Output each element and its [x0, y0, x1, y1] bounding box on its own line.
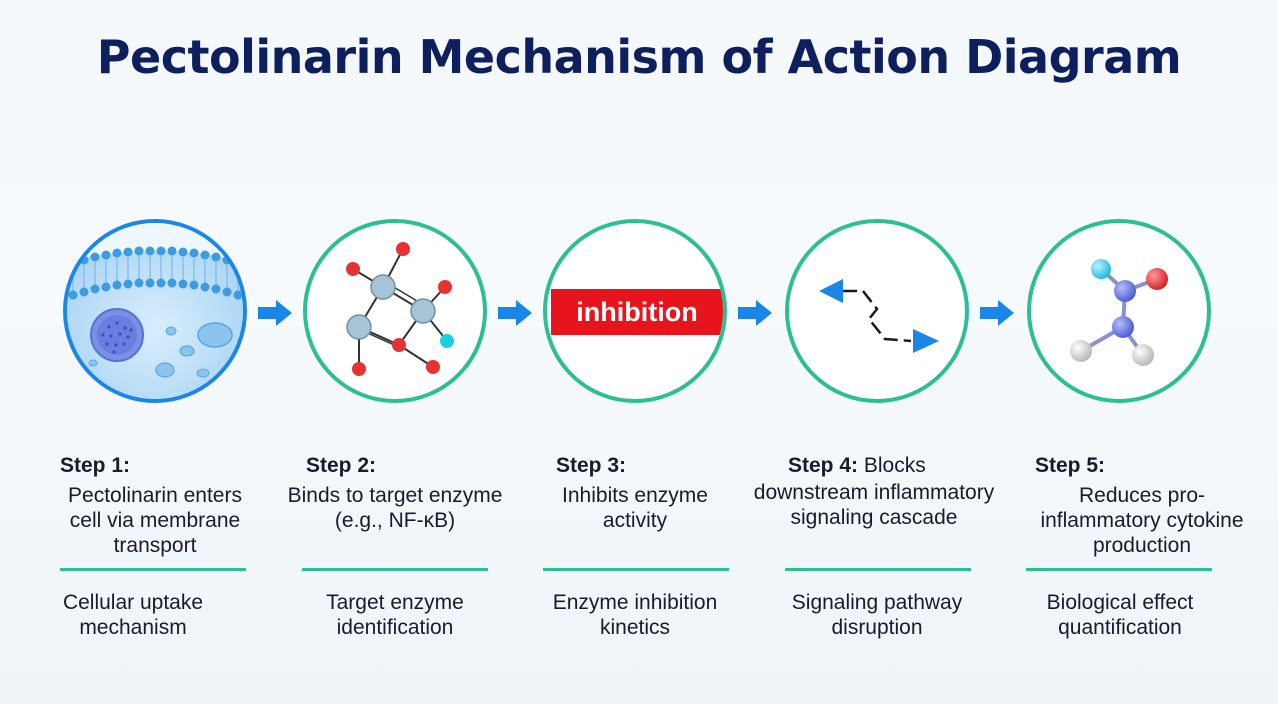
- step-2-circle: [303, 219, 487, 403]
- step-1-circle: [63, 219, 247, 403]
- step-4-label: Step 4: Blocks: [788, 454, 926, 477]
- step-5-description: Reduces pro-inflammatory cytokine produc…: [1040, 484, 1244, 557]
- step-5-text: Step 5: Reduces pro-inflammatory cytokin…: [1010, 452, 1274, 558]
- arrow-right-icon: [498, 300, 532, 326]
- divider-line: [60, 568, 246, 571]
- arrow-right-icon: [258, 300, 292, 326]
- divider-line: [302, 568, 488, 571]
- step-1-description: Pectolinarin enters cell via membrane tr…: [68, 484, 242, 557]
- step-4-description: downstream inflammatory signaling cascad…: [753, 481, 995, 529]
- step-2-label: Step 2:: [306, 454, 377, 477]
- arrow-right-icon: [980, 300, 1014, 326]
- step-3-circle: inhibition: [543, 219, 727, 403]
- step-5-circle: [1027, 219, 1211, 403]
- inhibition-badge: inhibition: [551, 289, 723, 335]
- step-2-subtitle: Target enzyme identification: [326, 591, 464, 639]
- divider-line: [543, 568, 729, 571]
- step-4-subtitle: Signaling pathway disruption: [791, 591, 963, 639]
- divider-line: [1026, 568, 1212, 571]
- step-5-subtitle: Biological effect quantification: [1046, 591, 1194, 639]
- step-1-text: Step 1: Pectolinarin enters cell via mem…: [30, 452, 280, 558]
- step-2-text: Step 2: Binds to target enzyme (e.g., NF…: [270, 452, 520, 533]
- step-3-subtitle: Enzyme inhibition kinetics: [552, 591, 718, 639]
- step-4-circle: [785, 219, 969, 403]
- page-title: Pectolinarin Mechanism of Action Diagram: [96, 30, 1182, 84]
- signal-cascade-icon: [819, 279, 939, 353]
- cell-membrane-icon: [67, 223, 243, 399]
- cytokine-molecule-icon: [1070, 259, 1168, 366]
- arrow-right-icon: [738, 300, 772, 326]
- step-2-description: Binds to target enzyme (e.g., NF-κB): [287, 484, 503, 532]
- step-3-label: Step 3:: [556, 454, 627, 477]
- step-1-label: Step 1:: [60, 454, 131, 477]
- step-1-subtitle: Cellular uptake mechanism: [62, 591, 204, 639]
- step-3-text: Step 3: Inhibits enzyme activity: [510, 452, 760, 533]
- step-4-text: Step 4: Blocks downstream inflammatory s…: [736, 452, 1012, 530]
- step-3-description: Inhibits enzyme activity: [562, 484, 708, 532]
- step-5-label: Step 5:: [1035, 454, 1106, 477]
- molecule-icon: [346, 242, 454, 376]
- divider-line: [785, 568, 971, 571]
